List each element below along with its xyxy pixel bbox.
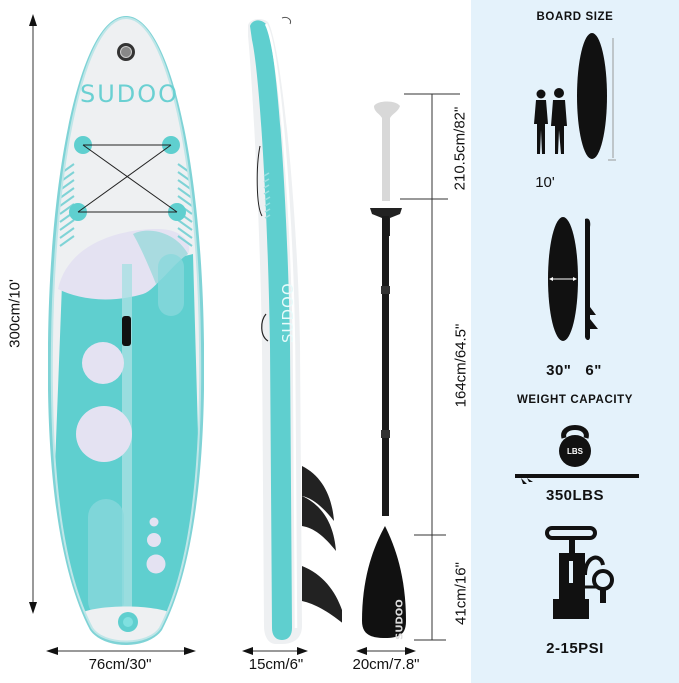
board-top-view: 300cm/10' [0,0,230,683]
paddle-blade-width-label: 20cm/7.8" [352,656,420,673]
board-size-length: 10' [535,174,555,191]
weight-capacity-value: 350LBS [545,487,605,504]
pressure-value: 2-15PSI [546,640,604,657]
board-side-view: SUDOO 15cm/6" [236,0,346,683]
board-top-illustration [48,16,204,645]
board-side-illustration [248,17,342,644]
paddle-shaft-length-label: 164cm/64.5" [452,323,470,408]
board-size-title: BOARD SIZE [536,11,614,23]
people-silhouette-icon [534,88,567,154]
width-arrow-icon [46,647,196,655]
board-brand-logo: SUDOO [80,80,180,108]
board-size-board-icon [577,33,616,161]
kettlebell-icon [559,425,591,467]
board-side-silhouette-icon [515,474,639,484]
paddle-view: SUDOO 210.5cm/82" 164cm/64.5" 41cm/16" 2… [340,0,470,683]
weight-capacity-title: WEIGHT CAPACITY [516,394,634,406]
length-arrow-icon [29,14,37,614]
board-thickness-label: 15cm/6" [248,656,304,673]
kettlebell-label: LBS [567,447,583,456]
thickness-arrow-icon [242,647,308,655]
paddle-total-length-label: 210.5cm/82" [451,106,469,191]
board-side-brand-logo: SUDOO [279,282,297,343]
pump-icon [545,526,614,619]
paddle-blade-length-label: 41cm/16" [452,562,470,625]
paddle-illustration [362,101,406,638]
blade-width-arrow-icon [356,647,416,655]
width-thickness-label: 30" 6" [546,362,602,379]
paddle-measure-lines [400,93,460,641]
specs-panel: BOARD SIZE 10' 30" 6" WEIGHT CAPACITY LB… [471,0,679,683]
board-width-thickness-icon [548,217,598,341]
board-length-label: 300cm/10' [6,279,24,348]
board-width-label: 76cm/30" [88,656,152,673]
